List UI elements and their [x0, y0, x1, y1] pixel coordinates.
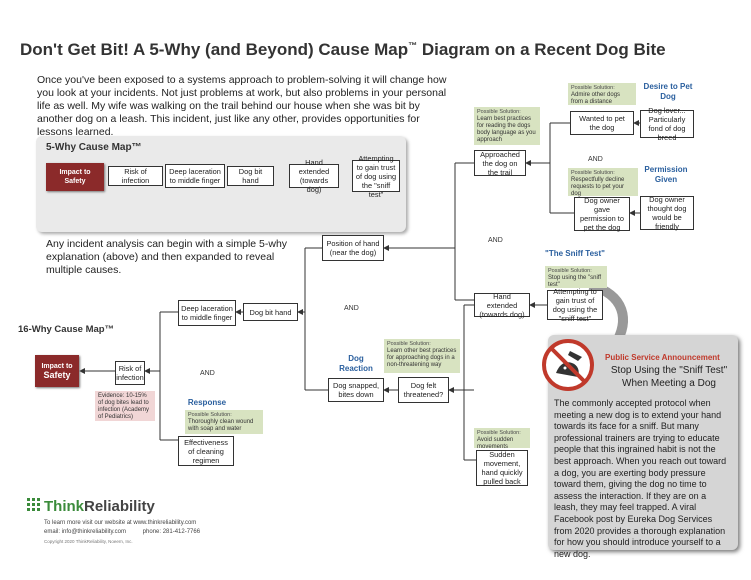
- and-label-4: AND: [588, 156, 603, 163]
- deep-laceration: Deep laceration to middle finger: [178, 300, 236, 326]
- hand-extended: Hand extended (towards dog): [474, 292, 530, 319]
- no-hand-sniff-icon: [542, 339, 594, 391]
- gain-trust-sniff: Attempting to gain trust of dog using th…: [547, 287, 603, 323]
- solution-stop-sniff: Possible Solution:Stop using the "sniff …: [545, 266, 607, 288]
- sudden-movement: Sudden movement, hand quickly pulled bac…: [476, 450, 528, 486]
- risk-of-infection: Risk of infection: [115, 361, 145, 385]
- footer-copyright: Copyright 2020 ThinkReliability, Noeern,…: [44, 539, 133, 544]
- five-why-laceration: Deep laceration to middle finger: [165, 164, 225, 188]
- psa-body: The commonly accepted protocol when meet…: [554, 398, 727, 559]
- header-permission: Permission Given: [644, 165, 688, 184]
- five-why-risk: Risk of infection: [108, 166, 163, 186]
- dog-lover: Dog lover... Particularly fond of dog br…: [640, 106, 694, 142]
- psa-title: Public Service Announcement: [605, 353, 720, 362]
- dog-threatened: Dog felt threatened?: [398, 377, 449, 403]
- solution-admire: Possible Solution:Admire other dogs from…: [568, 83, 636, 105]
- dog-snapped: Dog snapped, bites down: [328, 378, 384, 402]
- solution-clean: Possible Solution:Thoroughly clean wound…: [185, 410, 263, 434]
- approached-dog: Approached the dog on the trail: [474, 150, 526, 177]
- solution-decline: Possible Solution:Respectfully decline r…: [568, 168, 638, 197]
- logo-text: ThinkReliability: [44, 498, 155, 515]
- solution-approach: Possible Solution:Learn other best pract…: [384, 339, 460, 373]
- evidence-note: Evidence: 10-15% of dog bites lead to in…: [95, 391, 155, 421]
- solution-body-language: Possible Solution:Learn best practices f…: [474, 107, 540, 145]
- footer-website: To learn more visit our website at www.t…: [44, 520, 197, 526]
- sixteen-why-title: 16-Why Cause Map™: [18, 324, 115, 335]
- and-label-1: AND: [344, 305, 359, 312]
- footer-contact: email: info@thinkreliability.com phone: …: [44, 529, 201, 535]
- psa-subtitle: Stop Using the "Sniff Test" When Meeting…: [610, 365, 728, 389]
- five-why-dog-bit: Dog bit hand: [227, 166, 274, 186]
- five-why-gain-trust: Attempting to gain trust of dog using th…: [352, 154, 400, 199]
- owner-gave-permission: Dog owner gave permission to pet the dog: [574, 196, 630, 232]
- five-why-hand-extended: Hand extended (towards dog): [289, 158, 339, 194]
- header-sniff-test: "The Sniff Test": [545, 249, 605, 258]
- header-dog-reaction: Dog Reaction: [339, 354, 373, 373]
- header-response: Response: [187, 398, 227, 407]
- and-label-2: AND: [200, 370, 215, 377]
- page-title: Don't Get Bit! A 5-Why (and Beyond) Caus…: [20, 40, 666, 59]
- solution-avoid-sudden: Possible Solution:Avoid sudden movements: [474, 428, 530, 450]
- intro-paragraph-2: Any incident analysis can begin with a s…: [46, 238, 288, 276]
- wanted-to-pet: Wanted to pet the dog: [570, 111, 634, 135]
- effectiveness-cleaning: Effectiveness of cleaning regimen: [178, 436, 234, 466]
- and-label-3: AND: [488, 237, 503, 244]
- think-reliability-logo-icon: [27, 498, 40, 511]
- owner-thought-friendly: Dog owner thought dog would be friendly: [640, 195, 694, 231]
- five-why-title: 5-Why Cause Map™: [46, 142, 142, 153]
- header-desire: Desire to Pet Dog: [643, 82, 693, 101]
- dog-bit-hand: Dog bit hand: [243, 303, 298, 321]
- intro-paragraph: Once you've been exposed to a systems ap…: [37, 74, 447, 138]
- position-of-hand: Position of hand (near the dog): [322, 235, 384, 261]
